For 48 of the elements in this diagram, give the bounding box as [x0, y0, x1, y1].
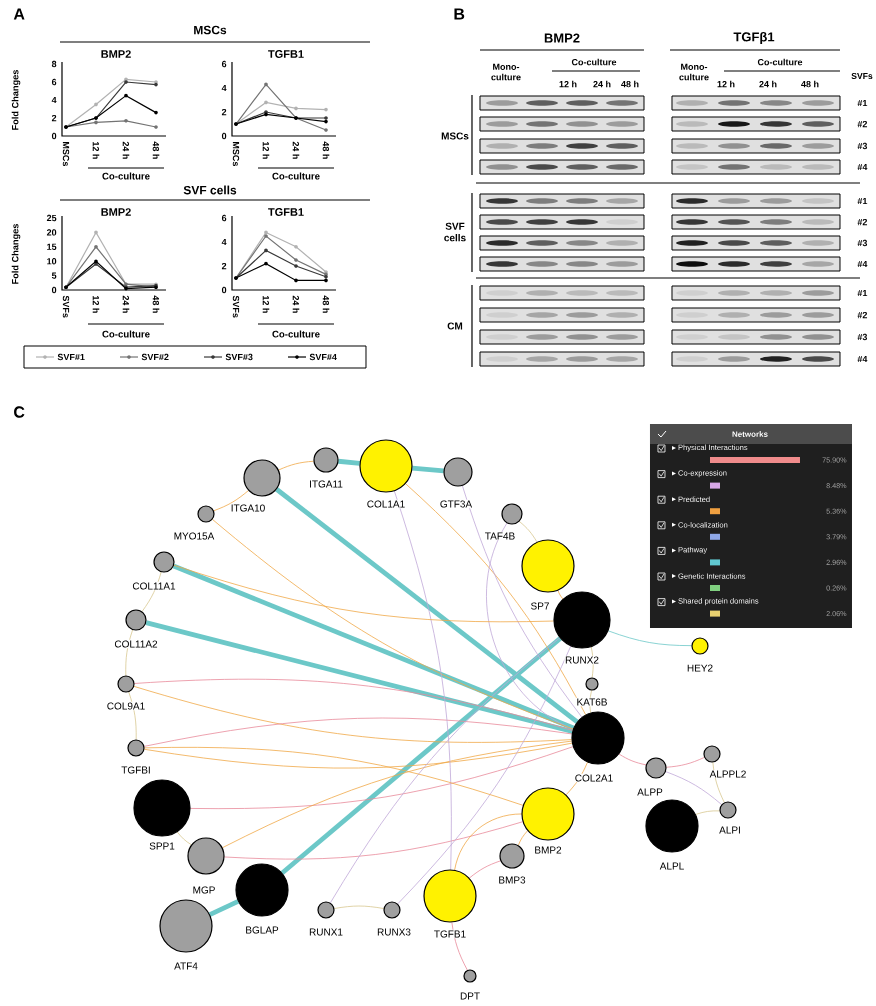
network-edge: [468, 860, 501, 879]
network-edge: [176, 831, 192, 846]
network-edge: [143, 742, 573, 769]
network-edge: [278, 460, 315, 471]
network-edge: [517, 830, 528, 846]
network-edge: [607, 630, 692, 647]
network-edge: [665, 757, 705, 768]
network-edge: [133, 686, 573, 743]
network-edge: [412, 465, 444, 474]
network-edge: [462, 485, 583, 718]
network-edge: [565, 761, 588, 796]
panel-letter: A: [13, 8, 25, 20]
network-edge: [212, 519, 574, 730]
network-edge: [213, 490, 249, 512]
network-edge: [397, 645, 572, 905]
network-edge: [329, 637, 561, 904]
panel-letter: C: [14, 406, 25, 418]
network-edge: [144, 746, 524, 806]
network-edge: [125, 629, 134, 676]
network-edge: [208, 899, 240, 917]
network-edge: [190, 746, 574, 810]
network-edge: [143, 717, 573, 747]
network-edge: [589, 690, 592, 714]
network-edge: [134, 678, 574, 731]
network-edge: [557, 590, 564, 600]
network-edge: [173, 564, 554, 623]
network-edge: [451, 921, 468, 971]
network-edge: [141, 571, 162, 612]
network-edge: [333, 905, 385, 909]
network-edge: [518, 521, 538, 543]
network-edge: [393, 490, 452, 870]
network-edge: [280, 636, 562, 875]
network-edge: [665, 771, 722, 805]
network-edge: [275, 487, 579, 724]
network-edge: [590, 646, 594, 678]
network-edge: [486, 522, 574, 730]
network-edge: [405, 483, 587, 716]
network-edge: [128, 691, 137, 740]
panel-letter: B: [454, 8, 465, 20]
network-edge: [145, 620, 573, 734]
network-edge: [454, 813, 522, 871]
network-edge: [712, 761, 725, 803]
network-edge: [172, 563, 575, 731]
network-edge: [222, 740, 573, 849]
network-edge: [695, 810, 721, 815]
network-edge: [338, 458, 360, 466]
network-edge: [223, 821, 524, 860]
network-edge: [618, 753, 647, 766]
